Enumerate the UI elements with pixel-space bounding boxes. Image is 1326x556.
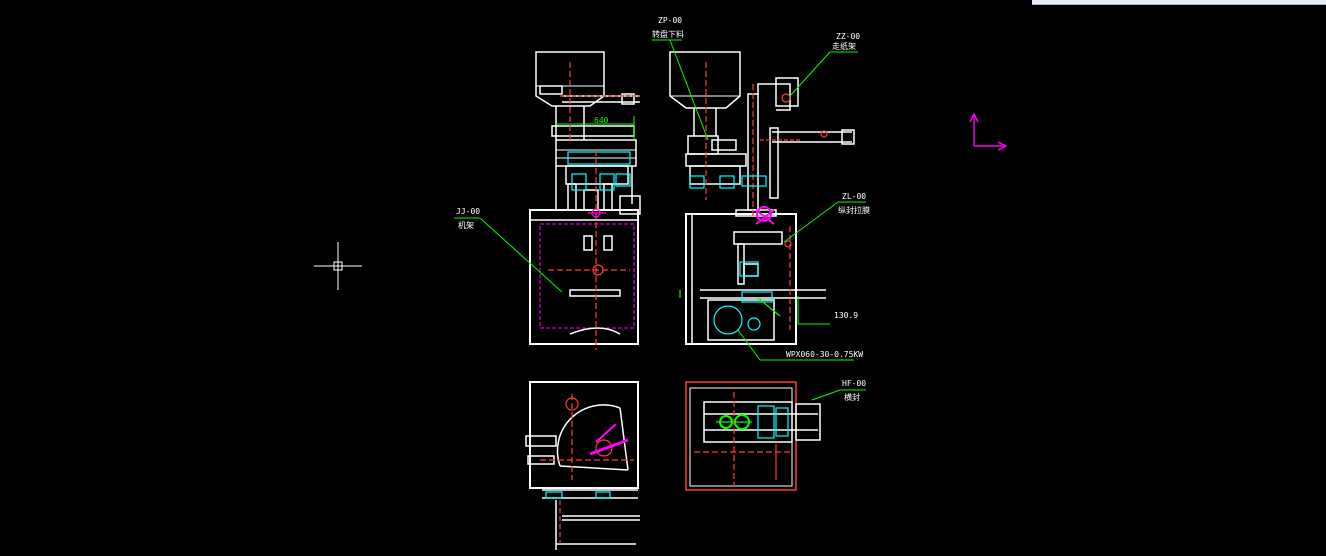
plan-view-left-detail (540, 394, 634, 544)
plan-view-right-detail (694, 392, 790, 486)
crosshair-cursor-icon (314, 242, 362, 290)
front-hopper (535, 51, 605, 107)
callout-zz-name: 走纸架 (832, 42, 856, 51)
callout-zp-code: ZP-00 (658, 16, 683, 25)
ucs-axis-icon (969, 112, 1008, 151)
callout-zl-code: ZL-00 (842, 192, 867, 201)
plan-view-right (685, 381, 821, 491)
callout-jj-name: 机架 (458, 221, 474, 230)
callout-zp-name: 转盘下料 (652, 30, 684, 39)
front-view-detail (548, 62, 640, 350)
dimension-height: 130.9 (834, 311, 859, 320)
callout-jj-code: JJ-00 (456, 207, 481, 216)
callout-zl-name: 纵封拉膜 (838, 206, 870, 215)
side-hopper (669, 51, 741, 109)
callout-zz-code: ZZ-00 (836, 32, 861, 41)
window-edge-strip (1032, 0, 1326, 5)
plan-view-left (525, 381, 640, 550)
callout-motor-code: WPX060-30-0.75KW (786, 350, 864, 359)
side-view-detail (679, 62, 828, 335)
dimension-width: 640 (594, 116, 609, 125)
leader-lines (454, 39, 866, 401)
callout-hf-code: HF-00 (842, 379, 867, 388)
callout-hf-name: 横封 (844, 393, 860, 402)
side-view (669, 51, 855, 345)
